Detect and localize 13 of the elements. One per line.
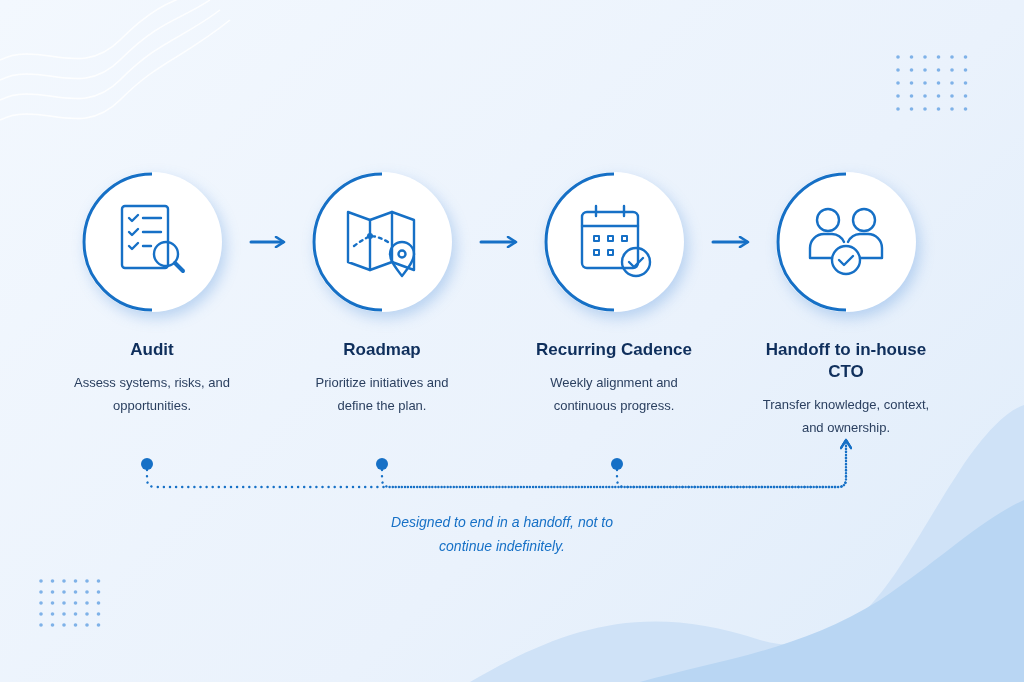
step-description: Weekly alignment and continuous progress.	[549, 374, 679, 415]
step-description: Transfer knowledge, context, and ownership.	[761, 396, 931, 437]
step-title: Handoff to in-house CTO	[764, 339, 928, 383]
arrow	[479, 235, 518, 249]
step-description: Prioritize initiatives and define the plan.	[314, 374, 450, 415]
arrow	[711, 235, 750, 249]
note-text: Designed to end in a handoff, not to continue indefinitely.	[390, 513, 614, 556]
step-title: Roadmap	[343, 339, 421, 361]
step-description: Assess systems, risks, and opportunities.	[72, 374, 231, 415]
arrow	[249, 235, 286, 249]
dotted-arrow	[615, 438, 853, 489]
step-title: Audit	[130, 339, 174, 361]
step-title: Recurring Cadence	[536, 339, 692, 361]
